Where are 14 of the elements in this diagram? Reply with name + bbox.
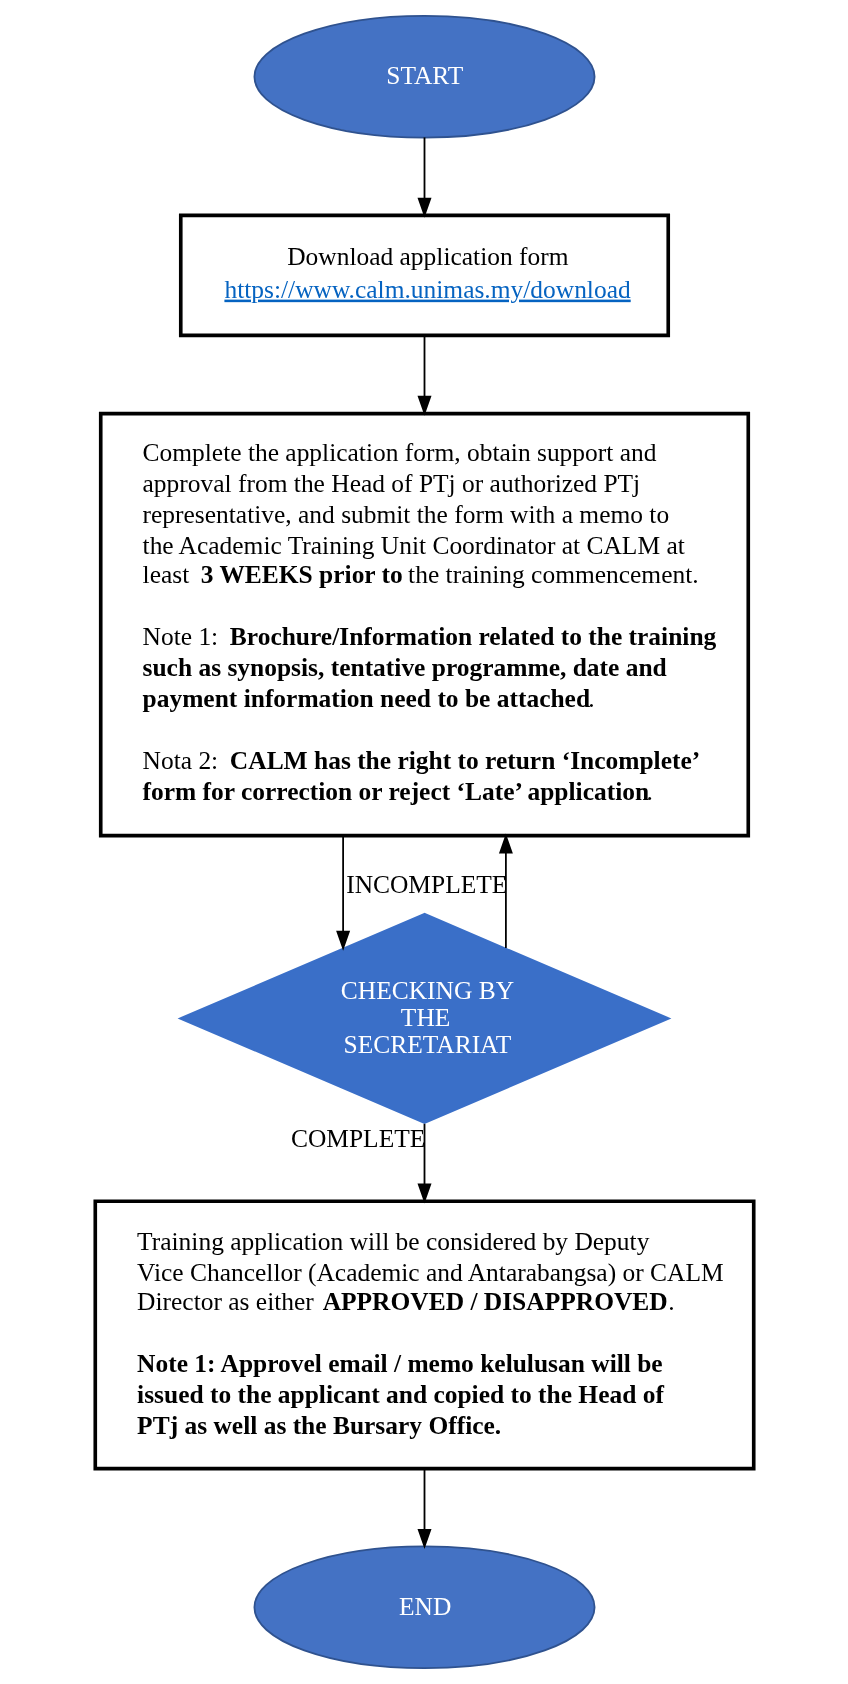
arrow (417, 334, 431, 416)
node-ellipse: START (253, 14, 595, 139)
node-box: Training application will be considered by Deputy Vice Chancellor (Academic and Antarabangsa) or CALM Director as either APPROVED / DISAPPROVED. Note 1: Approvel email / memo kelulusan will be issued to the applicant and copied to the Head of PTj as well as the Bursary Office. (92, 1199, 756, 1471)
arrow (417, 136, 431, 218)
arrow (335, 835, 350, 951)
arrow (498, 833, 513, 949)
arrow (417, 1122, 431, 1204)
node-box: Complete the application form, obtain support and approval from the Head of PTj or authorized PTj representative, and submit the form with a memo to the Academic Training Unit Coordinator at CALM at least 3 WEEKS prior to the training commencement. Note 1: Brochure/Information related to the training such as synopsis, tentative programme, date and payment information need to be attached. Nota 2: CALM has the right to return ‘Incomplete’ form for correction or reject ‘Late’ application. (98, 411, 750, 838)
edge-label: COMPLETE (290, 1124, 425, 1154)
arrow (417, 1467, 431, 1550)
node-box: Download application form https://www.calm.unimas.my/download (178, 213, 670, 338)
node-diamond: CHECKING BY THE SECRETARIAT (177, 912, 671, 1124)
edge-label: INCOMPLETE (345, 870, 507, 900)
node-ellipse: END (253, 1545, 595, 1670)
